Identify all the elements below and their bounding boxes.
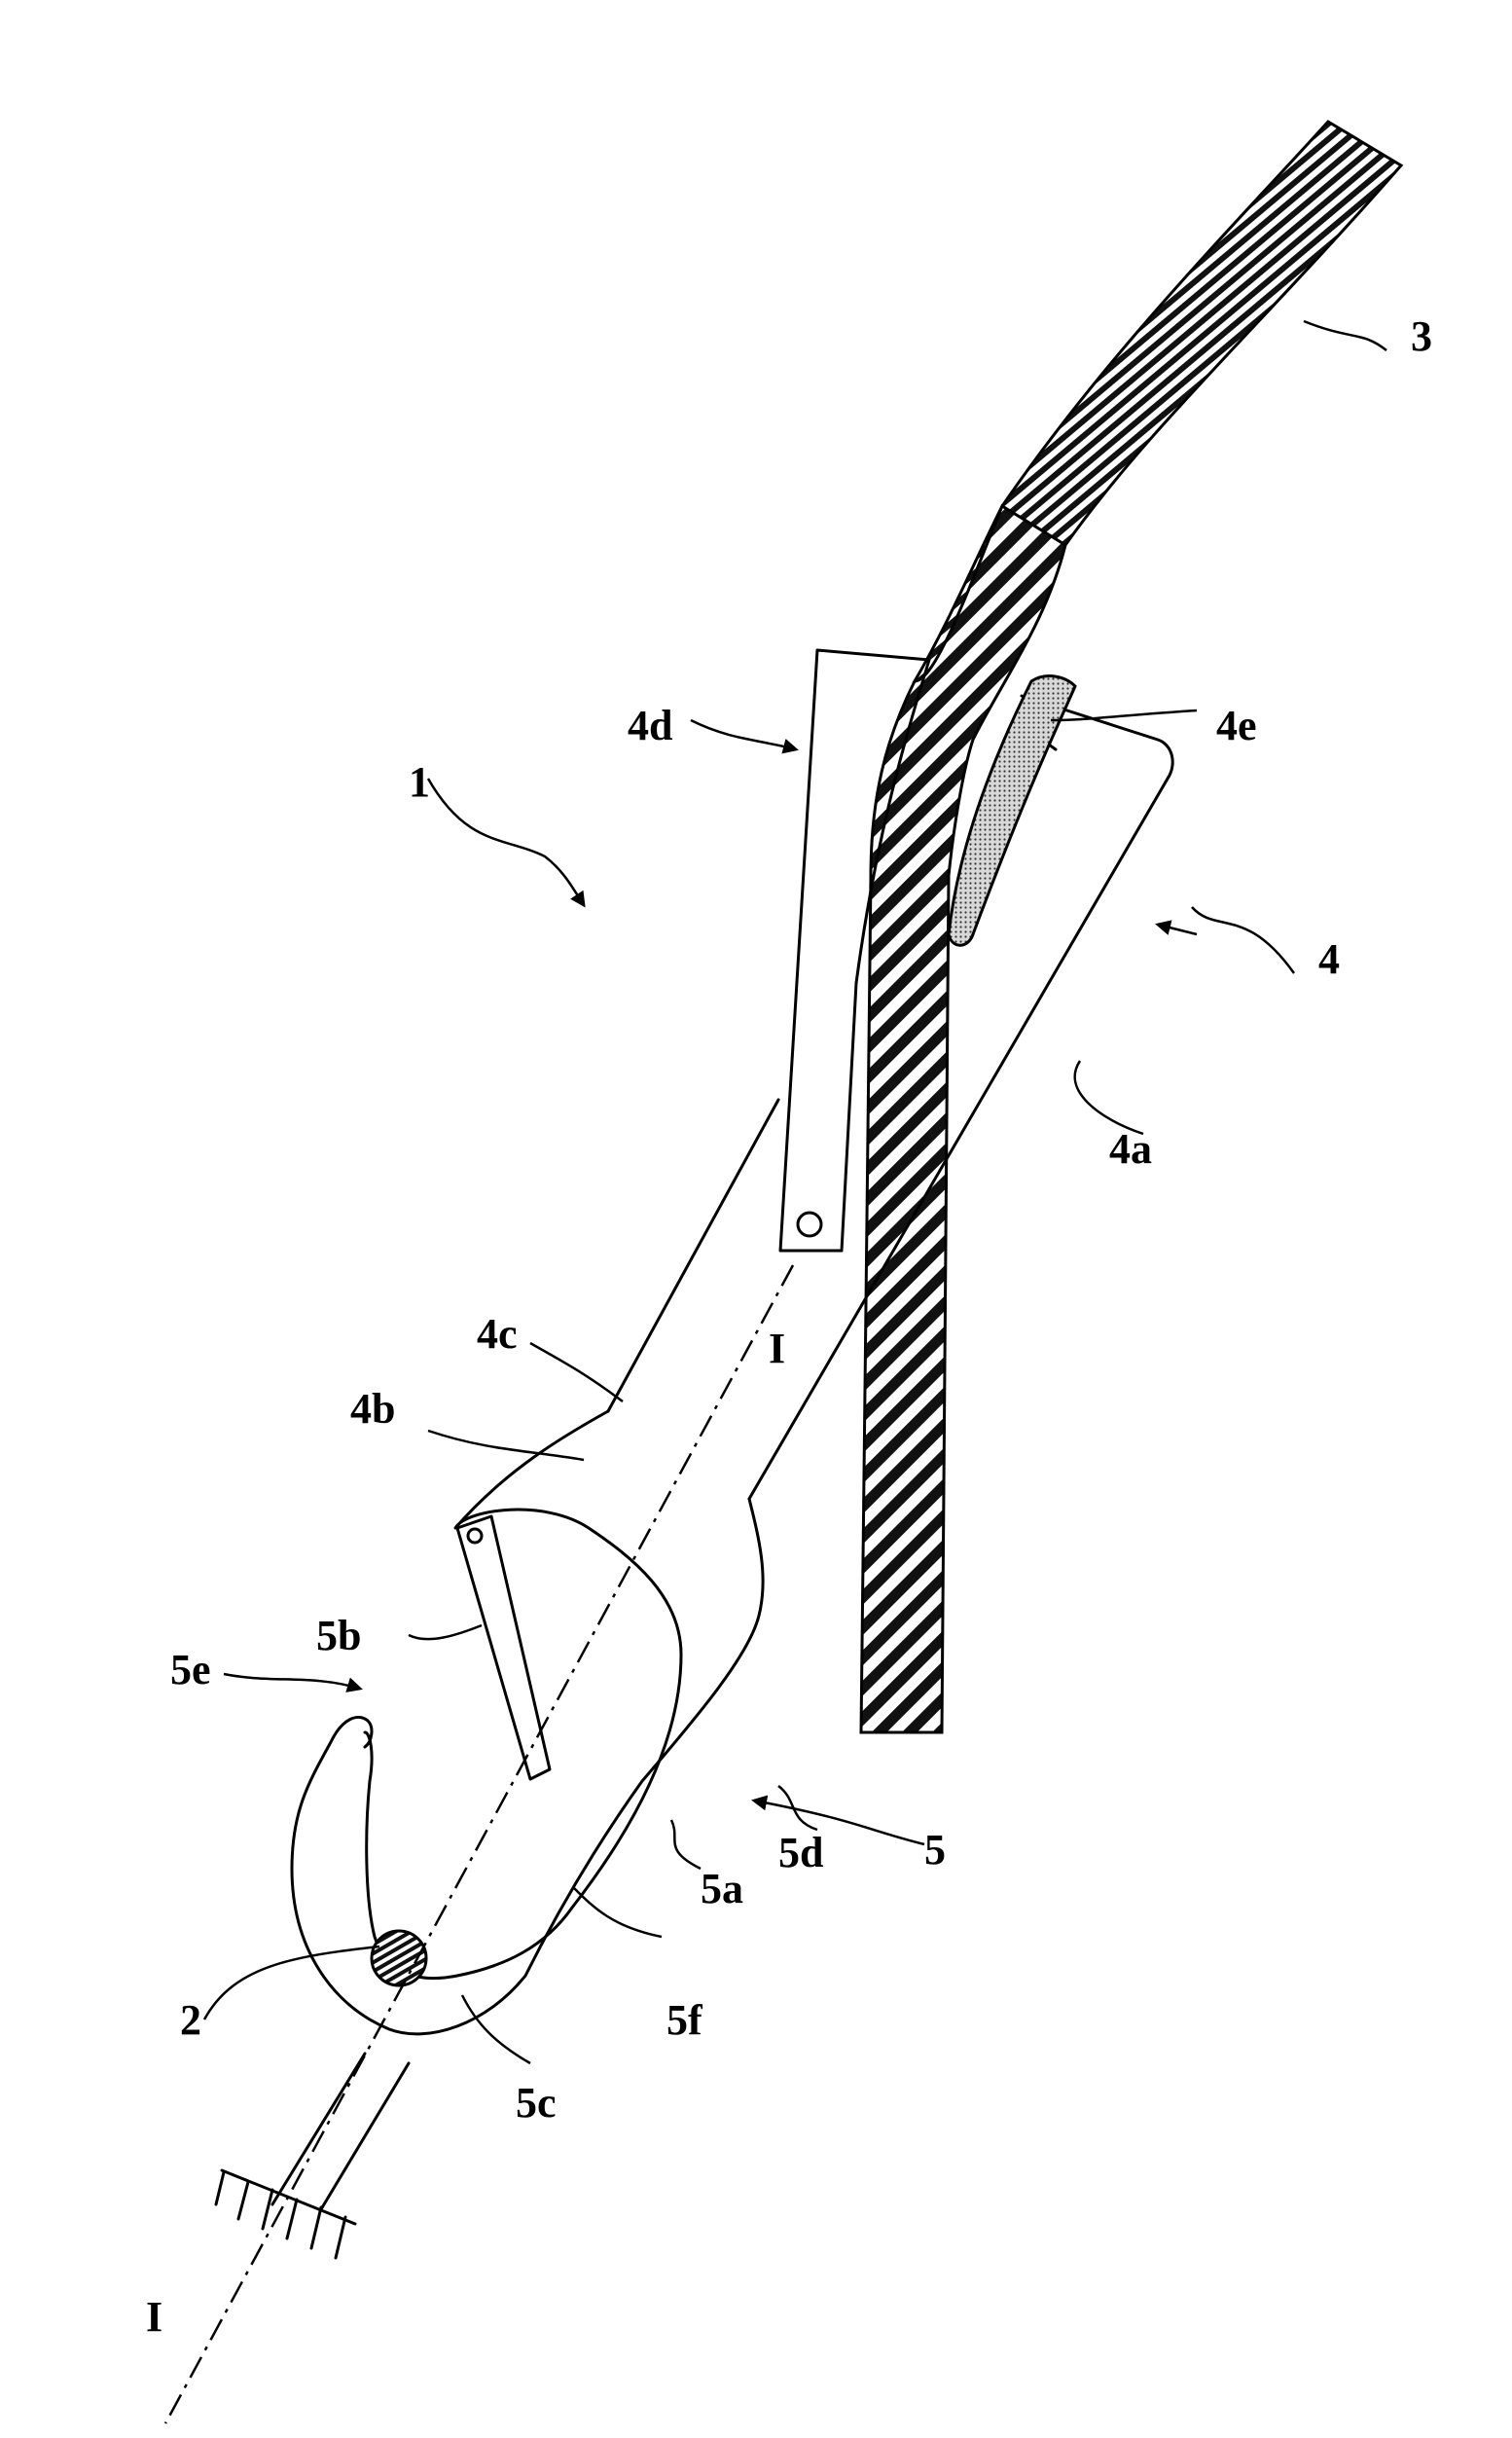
pivot-pin-4d [798,1213,821,1236]
part-5-hook [292,1411,763,2034]
label-1: 1 [409,758,430,806]
label-5: 5 [924,1826,946,1874]
label-4a: 4a [1109,1125,1152,1173]
label-5b: 5b [316,1612,361,1659]
label-axis-top: I [769,1325,785,1372]
label-2: 2 [180,1996,201,2044]
label-4: 4 [1318,935,1340,983]
label-5a: 5a [701,1865,743,1912]
axis-line-I [165,1265,793,2423]
label-4d: 4d [628,702,672,749]
label-4c: 4c [477,1310,518,1358]
label-5e: 5e [170,1646,211,1693]
label-axis-bottom: I [146,2293,162,2341]
labels: 3 4e 4d 1 4 4a I 4c 4b 5b 5e 5d 5 5a 5f … [146,312,1432,2341]
label-3: 3 [1411,312,1432,360]
label-5d: 5d [778,1829,823,1876]
label-4b: 4b [350,1385,395,1433]
leader-lines [204,321,1386,2063]
part-5b-bar [457,1516,550,1779]
label-4e: 4e [1216,702,1257,749]
label-5c: 5c [516,2079,557,2127]
element-2-rod [216,1931,426,2258]
label-5f: 5f [666,1996,703,2044]
pivot-pin-5b [468,1529,482,1543]
